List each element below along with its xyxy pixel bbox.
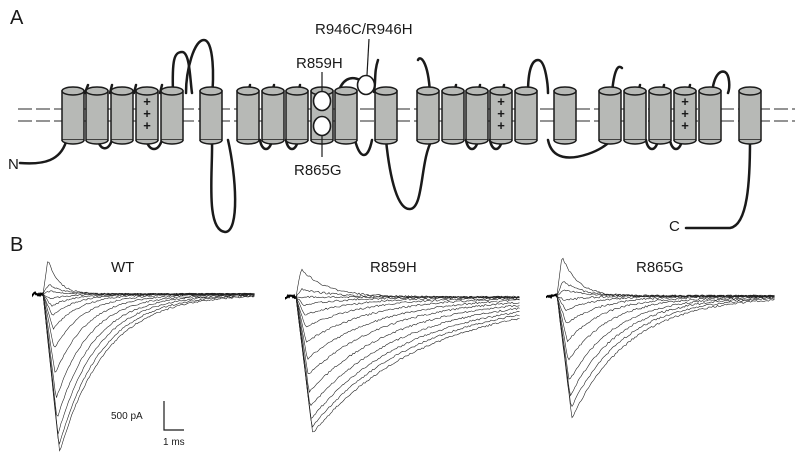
current-sweep xyxy=(296,296,520,405)
current-sweep xyxy=(557,295,775,418)
transmembrane-helix xyxy=(286,87,308,144)
transmembrane-helix xyxy=(161,87,183,144)
transmembrane-helix xyxy=(62,87,84,144)
transmembrane-helix xyxy=(515,87,537,144)
loop-segment xyxy=(686,140,750,228)
current-sweep xyxy=(296,297,520,427)
mutation-label-r946: R946C/R946H xyxy=(315,21,413,38)
transmembrane-helix xyxy=(375,87,397,144)
transmembrane-helix xyxy=(466,87,488,144)
scale-bar-current-label: 500 pA xyxy=(111,411,143,422)
mutation-label-r865: R865G xyxy=(294,162,342,179)
trace-label-wt: WT xyxy=(111,259,134,276)
baseline-trace xyxy=(286,296,296,298)
n-terminus-label: N xyxy=(8,156,19,173)
voltage-sensor-charge: + xyxy=(143,118,151,133)
loop-segment xyxy=(386,140,432,209)
r946-mutation-marker xyxy=(358,76,375,95)
current-sweep xyxy=(296,297,520,432)
current-sweep xyxy=(296,297,520,418)
transmembrane-helix xyxy=(442,87,464,144)
current-trace-family-wt xyxy=(33,262,255,451)
transmembrane-helix xyxy=(111,87,133,144)
current-sweep xyxy=(43,294,255,434)
baseline-trace xyxy=(547,295,557,298)
current-trace-family-r865g xyxy=(547,258,775,417)
transmembrane-helix xyxy=(200,87,222,144)
transmembrane-helix xyxy=(599,87,621,144)
current-trace-family-r859h xyxy=(286,269,520,432)
mutation-label-r859: R859H xyxy=(296,55,343,72)
scale-bar-time-label: 1 ms xyxy=(163,437,185,448)
current-sweep xyxy=(557,296,775,406)
current-sweep xyxy=(296,296,520,392)
transmembrane-helices xyxy=(62,87,761,144)
loop-segment xyxy=(355,140,372,155)
trace-label-r859h: R859H xyxy=(370,259,417,276)
r859h-mutation-marker xyxy=(314,92,331,111)
baseline-trace xyxy=(33,293,43,296)
transmembrane-helix xyxy=(237,87,259,144)
voltage-sensor-charge: + xyxy=(497,118,505,133)
transmembrane-helix xyxy=(624,87,646,144)
transmembrane-helix xyxy=(417,87,439,144)
r865g-mutation-marker xyxy=(314,117,331,136)
trace-label-r865g: R865G xyxy=(636,259,684,276)
transmembrane-helix xyxy=(262,87,284,144)
c-terminus-label: C xyxy=(669,218,680,235)
panel-b-letter: B xyxy=(10,234,23,256)
transmembrane-helix xyxy=(739,87,761,144)
panel-b-current-traces: B WT R859H R865G 500 pA 1 ms xyxy=(10,234,775,451)
transmembrane-helix xyxy=(699,87,721,144)
transmembrane-helix xyxy=(86,87,108,144)
transmembrane-helix xyxy=(335,87,357,144)
loop-segment xyxy=(211,140,235,232)
panel-a-letter: A xyxy=(10,7,24,29)
panel-a-topology-diagram: A +++++++++ R946C/R946H R859H R865G N xyxy=(8,7,795,235)
voltage-sensor-charge: + xyxy=(681,118,689,133)
loop-segment xyxy=(20,142,66,163)
transmembrane-helix xyxy=(554,87,576,144)
current-sweep xyxy=(43,294,255,373)
current-sweep xyxy=(557,296,775,379)
current-sweep xyxy=(43,294,255,444)
transmembrane-helix xyxy=(649,87,671,144)
current-sweep xyxy=(43,262,255,295)
scale-bar xyxy=(164,401,184,430)
